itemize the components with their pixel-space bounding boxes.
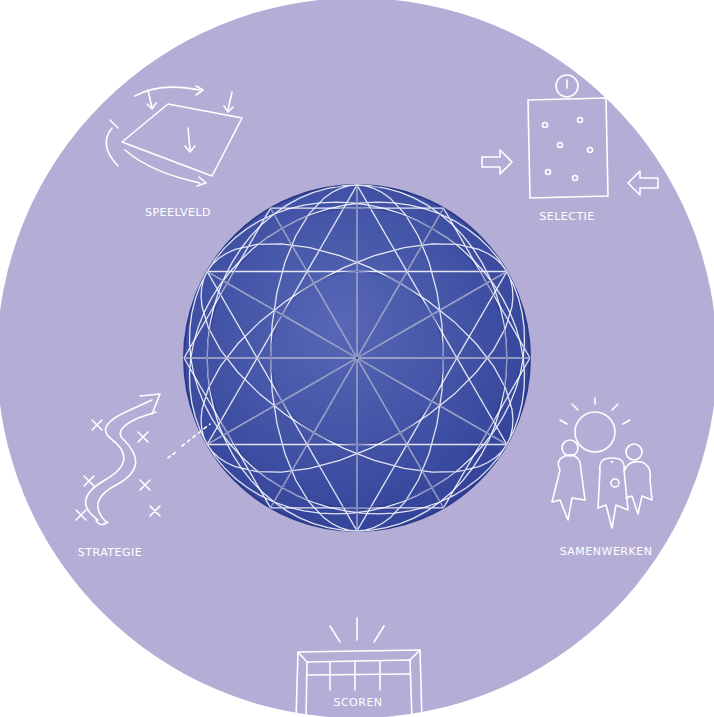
globe-grid xyxy=(184,185,530,531)
goal-icon xyxy=(296,618,422,717)
selection-icon xyxy=(482,75,658,198)
icon-label: SPEELVELD xyxy=(142,205,214,220)
globe-grid xyxy=(184,185,530,531)
strategy-icon xyxy=(76,394,210,525)
icon-label: SELECTIE xyxy=(536,209,598,224)
teamwork-icon xyxy=(552,398,652,528)
globe-grid xyxy=(184,185,530,531)
globe-sphere xyxy=(184,185,530,531)
globe-grid xyxy=(184,185,530,531)
icon-label: SAMENWERKEN xyxy=(557,544,656,559)
icon-label: SCOREN xyxy=(330,695,385,710)
globe xyxy=(184,185,530,531)
icon-label: STRATEGIE xyxy=(75,545,145,560)
field-icon xyxy=(106,86,242,186)
